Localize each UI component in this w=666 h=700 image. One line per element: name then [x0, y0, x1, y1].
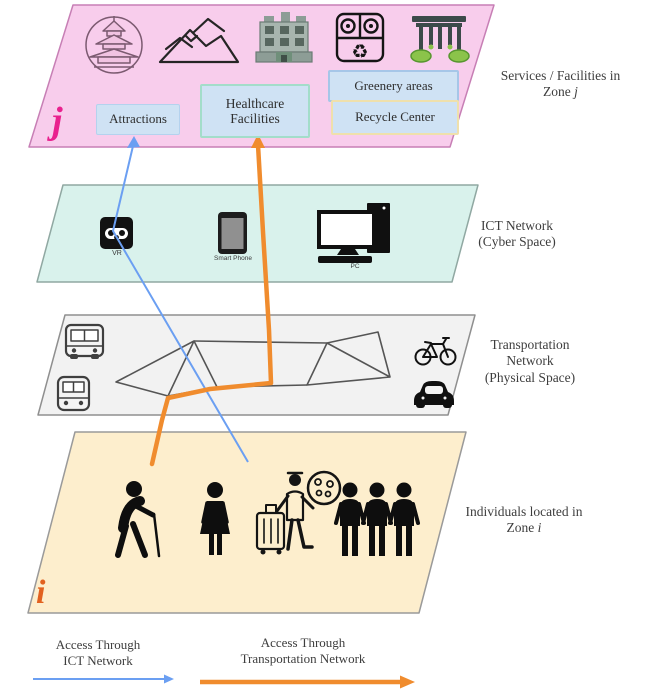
pc-device-label: PC [350, 263, 360, 270]
vr-headset-icon [100, 217, 133, 249]
recycle-appliances-icon: ♻ [335, 12, 385, 63]
car-icon [414, 381, 454, 408]
ict-legend-label: Access Through ICT Network [28, 637, 168, 670]
train-icon [56, 375, 91, 412]
individuals-layer-caption: Individuals located in Zone i [438, 504, 610, 537]
transport-caption-line1: Transportation [490, 337, 570, 352]
ict-layer-caption: ICT Network (Cyber Space) [452, 218, 582, 251]
transport-legend-line1: Access Through [260, 635, 346, 650]
transport-legend-arrow [200, 675, 415, 689]
zone-i-letter: i [36, 574, 46, 611]
hospital-icon [255, 12, 313, 63]
individuals-layer-plane [27, 431, 467, 614]
individuals-caption-line1: Individuals located in [465, 504, 583, 519]
traveler-icon [255, 470, 342, 555]
individuals-caption-zone-letter: i [537, 520, 542, 536]
recycle-center-box: Recycle Center [331, 100, 459, 135]
people-group-icon [334, 482, 420, 556]
transport-layer-caption: Transportation Network (Physical Space) [460, 337, 600, 386]
pc-icon [317, 203, 390, 263]
recycle-symbol-icon: ♻ [351, 41, 368, 63]
bus-icon [64, 323, 105, 359]
woman-icon [200, 482, 230, 555]
ict-legend-line1: Access Through [55, 637, 141, 652]
transport-legend-label: Access Through Transportation Network [193, 635, 413, 668]
services-caption-line1: Services / Facilities in [500, 68, 621, 83]
bicycle-icon [414, 337, 457, 366]
pagoda-icon [85, 16, 143, 74]
ict-legend-line2: ICT Network [63, 653, 133, 669]
attractions-box: Attractions [96, 104, 180, 135]
elderly-person-icon [115, 481, 161, 558]
greenery-areas-box: Greenery areas [328, 70, 459, 102]
transport-caption-line3: (Physical Space) [484, 369, 576, 385]
zone-j-letter: j [52, 100, 63, 142]
ict-access-arrowhead [127, 136, 140, 148]
individuals-caption-zone-word: Zone [506, 520, 535, 536]
ict-caption-line2: (Cyber Space) [478, 234, 556, 250]
transport-legend-line2: Transportation Network [240, 651, 366, 667]
services-caption-zone-letter: j [574, 84, 578, 100]
smartphone-device-label: Smart Phone [214, 255, 252, 262]
ict-legend-arrow [33, 674, 174, 684]
services-layer-caption: Services / Facilities in Zone j [468, 68, 653, 101]
transport-caption-line2: Network [506, 353, 554, 369]
healthcare-facilities-box: Healthcare Facilities [200, 84, 310, 138]
vr-device-label: VR [112, 250, 122, 257]
mountains-icon [158, 17, 240, 64]
transport-access-line [149, 134, 274, 467]
ict-caption-line1: ICT Network [480, 218, 554, 233]
ict-access-line [111, 136, 249, 463]
smartphone-icon [218, 212, 247, 254]
transport-access-arrowhead [251, 134, 265, 148]
services-caption-zone-word: Zone [543, 84, 571, 100]
greenery-structure-icon [410, 16, 470, 63]
